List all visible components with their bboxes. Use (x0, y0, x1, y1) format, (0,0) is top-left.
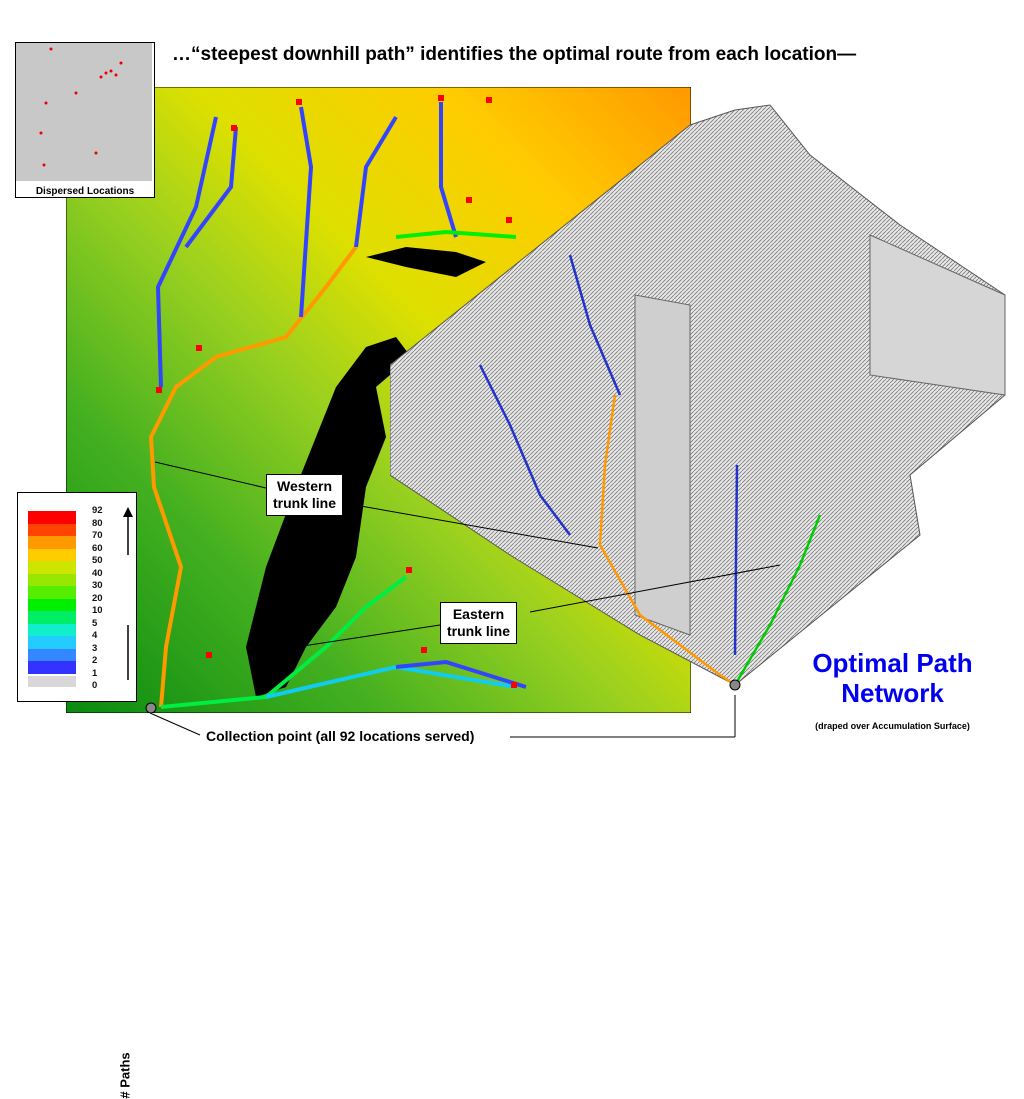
legend-swatch (28, 511, 76, 524)
collection-point-label: Collection point (all 92 locations serve… (206, 728, 475, 744)
inset-map (16, 43, 152, 181)
eastern-trunk-callout: Eastern trunk line (440, 602, 518, 644)
network-title: Optimal Path Network (790, 648, 995, 708)
western-trunk-callout: Western trunk line (266, 474, 344, 516)
callout-line: trunk line (447, 623, 511, 639)
legend-swatch (28, 561, 76, 574)
callout-line: Western (277, 478, 332, 494)
legend-label: 30 (92, 580, 103, 591)
slide-title: …“steepest downhill path” identifies the… (172, 44, 857, 65)
legend-label: 5 (92, 617, 98, 629)
western-trunk (148, 245, 358, 708)
legend-swatch (28, 523, 76, 536)
callout-line: Eastern (452, 606, 505, 622)
legend-label: 0 (92, 680, 98, 691)
legend-swatch (28, 636, 76, 649)
legend-label: 3 (92, 642, 98, 654)
arrow-up-icon (123, 507, 133, 680)
lake-small (366, 247, 486, 277)
legend-swatch (28, 675, 76, 687)
surface-3d (390, 104, 1006, 691)
inset-caption: Dispersed Locations (35, 186, 135, 197)
legend-label: 2 (92, 655, 98, 666)
legend-label: 10 (92, 605, 103, 616)
legend-label: 70 (92, 530, 103, 541)
legend-swatch (28, 648, 76, 661)
network-title-line: Network (841, 678, 944, 708)
legend-swatch (28, 611, 76, 624)
network-subtitle: (draped over Accumulation Surface) (815, 721, 970, 731)
callout-line: trunk line (273, 495, 337, 511)
legend-axis-label: # Paths (117, 1052, 133, 1099)
legend-swatch (28, 548, 76, 561)
legend-label: 80 (92, 517, 103, 529)
legend-swatch (28, 598, 76, 611)
eastern-trunk (160, 575, 408, 709)
legend-label: 4 (92, 630, 98, 641)
legend-label: 92 (92, 505, 103, 516)
legend-swatch (28, 536, 76, 549)
network-title-line: Optimal Path (812, 648, 973, 678)
legend-swatch (28, 661, 76, 674)
collection-point-2d (145, 702, 157, 713)
lake (246, 337, 411, 697)
legend-label: 40 (92, 567, 103, 579)
leader-lines (149, 461, 781, 738)
legend-swatch (28, 586, 76, 599)
legend-label: 1 (92, 667, 98, 679)
legend-label: 60 (92, 542, 103, 554)
dispersed-locations-inset: Dispersed Locations (15, 42, 155, 198)
legend-label: 50 (92, 555, 103, 566)
legend-swatch (28, 573, 76, 586)
collection-point-3d (729, 679, 741, 691)
legend-label: 20 (92, 592, 103, 604)
legend-swatch (28, 623, 76, 636)
